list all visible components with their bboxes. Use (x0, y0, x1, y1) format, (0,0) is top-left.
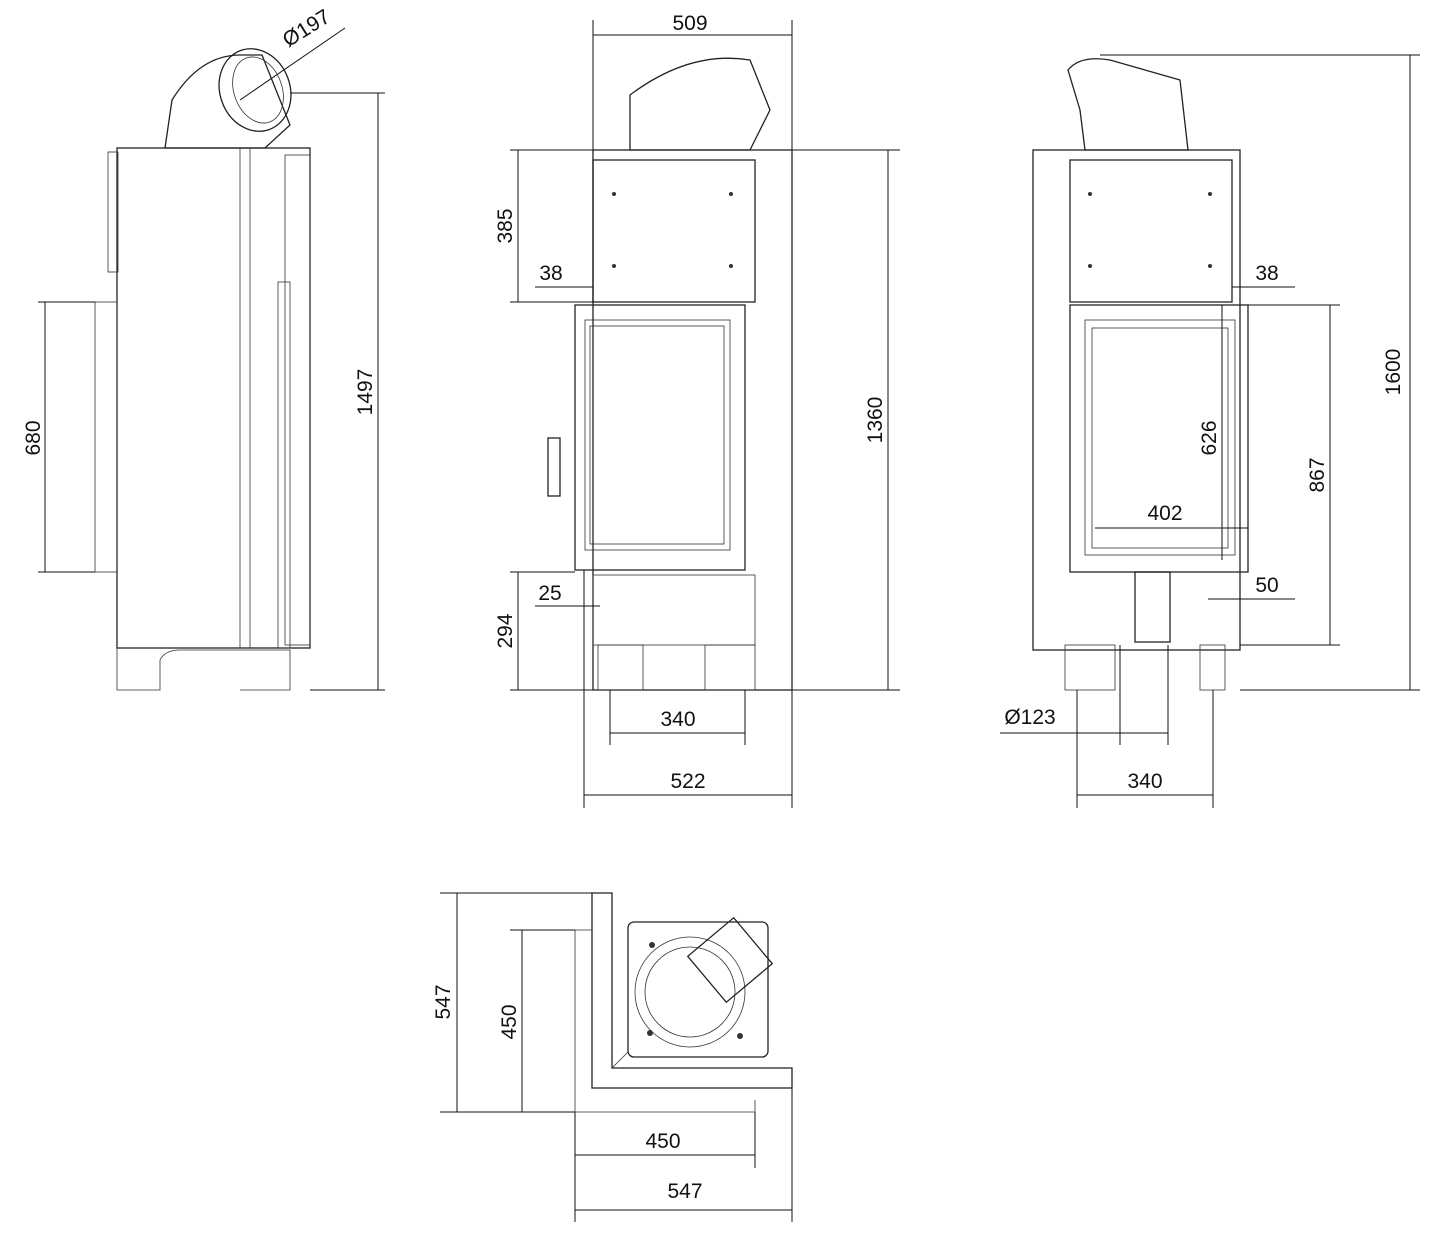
dim-front-base: 522 (670, 770, 705, 793)
dim-right-door: 867 (1306, 457, 1329, 492)
top-dimensions: 547 450 450 547 (432, 892, 793, 1222)
dim-front-total: 1360 (864, 397, 887, 444)
dim-right-legs: 340 (1127, 770, 1162, 793)
dim-right-total: 1600 (1382, 349, 1405, 396)
front-view (547, 57, 793, 691)
front-dimensions: 509 385 38 1360 25 294 340 522 (494, 12, 900, 808)
dim-front-width-top: 509 (672, 12, 707, 35)
dim-right-bottom-offset: 50 (1255, 574, 1278, 597)
dim-front-door-offset: 25 (538, 582, 561, 605)
dim-front-lower: 294 (494, 613, 517, 648)
dim-front-offset: 38 (539, 262, 562, 285)
dim-top-depth-inner: 450 (498, 1004, 521, 1039)
dim-right-offset: 38 (1255, 262, 1278, 285)
dim-top-width-inner: 450 (645, 1130, 680, 1153)
side-view (94, 48, 311, 691)
top-view (574, 892, 793, 1113)
dim-front-upper: 385 (494, 208, 517, 243)
right-view (1032, 58, 1249, 691)
dim-top-width-total: 547 (667, 1180, 702, 1203)
dim-flue-diameter: Ø197 (279, 5, 335, 52)
dim-side-height: 1497 (354, 369, 377, 416)
right-dimensions: 1600 38 626 867 402 50 Ø123 340 (1000, 54, 1420, 808)
dim-top-depth-total: 547 (432, 984, 455, 1019)
dim-right-glass-height: 626 (1198, 420, 1221, 455)
dim-right-glass-width: 402 (1147, 502, 1182, 525)
side-dimensions: Ø197 1497 680 (22, 5, 385, 691)
dim-side-door: 680 (22, 420, 45, 455)
dim-right-air-inlet: Ø123 (1004, 706, 1055, 729)
dim-front-legs: 340 (660, 708, 695, 731)
